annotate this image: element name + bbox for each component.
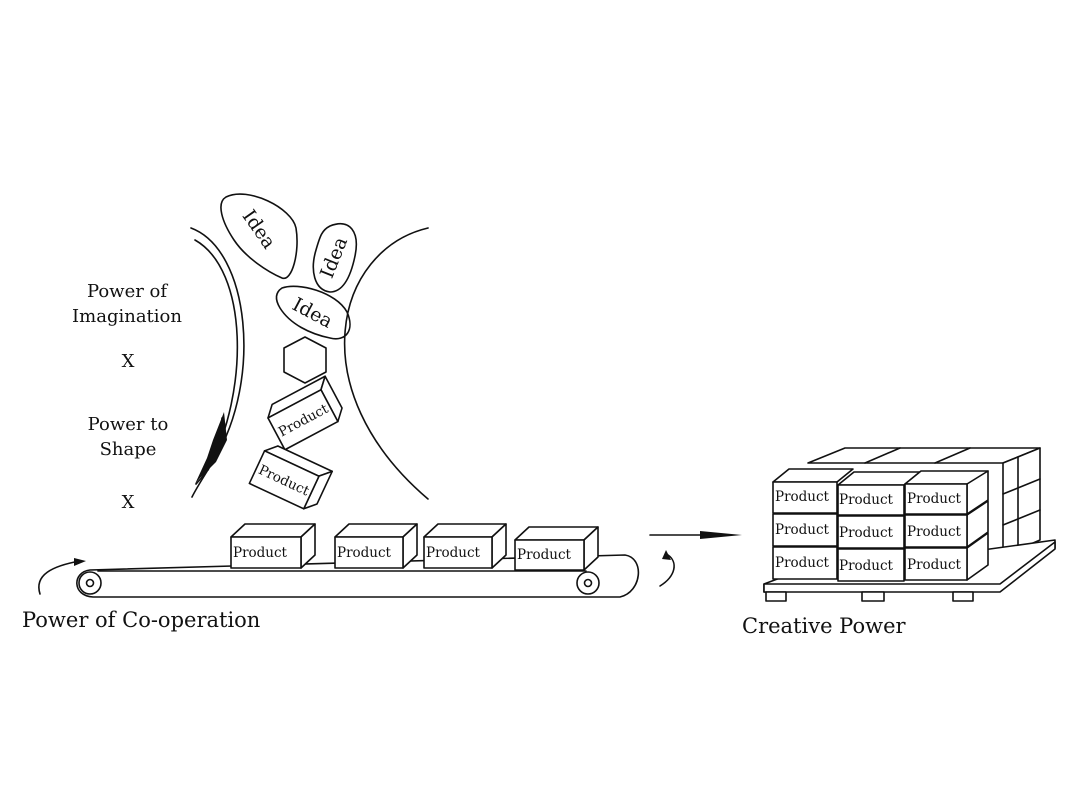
pallet-product-r3-c2: Product [837,548,905,582]
conveyor-product-label-2: Product [337,545,392,561]
falling-products: Product Product [248,375,343,510]
pallet-product-label-r3-c3: Product [907,557,962,573]
multiply-sign-2: X [122,492,135,513]
funnel-arrow-stroke [195,417,223,485]
funnel [190,227,429,500]
conveyor-belt [38,550,675,598]
cooperation-caption: Power of Co-operation [22,608,260,632]
power-labels: Power of Imagination X Power to Shape X [72,281,182,513]
idea-label-1: Idea [238,206,280,253]
pallet-product-label-r1-c2: Product [839,492,894,508]
stack-back [807,447,1041,557]
pallet-products: Product Product Product Product Product [772,468,989,582]
belt-rotation-arrow-left [38,560,81,595]
pallet-product-label-r2-c2: Product [839,525,894,541]
imagination-label-line1: Power of [87,281,168,302]
pallet-product-label-r3-c2: Product [839,558,894,574]
conveyor-product-label-3: Product [426,545,481,561]
funnel-left-outer-arc [190,227,245,498]
belt-rotation-arrow-right [659,554,675,587]
pallet-product-label-r1-c1: Product [775,489,830,505]
conveyor-product-box-3: Product [423,523,507,569]
belt-roller-left [78,571,102,595]
funnel-right-arc [343,227,429,500]
belt-roller-right [576,571,600,595]
hexagon-shape [283,336,327,384]
pallet-product-label-r2-c1: Product [775,522,830,538]
belt-outline [76,554,640,598]
pallet-stack: Product Product Product Product Product [763,447,1056,602]
falling-product-box-1: Product [267,375,343,451]
conveyor-product-label-1: Product [233,545,288,561]
pallet-product-r3-c1: Product [772,546,838,580]
creative-power-caption: Creative Power [742,614,907,638]
idea-blob-3: Idea [275,285,351,340]
ideas: Idea Idea Idea [220,193,357,384]
pallet-product-r1-c1: Product [772,468,854,514]
idea-label-2: Idea [316,234,352,281]
idea-blob-1: Idea [220,193,298,279]
pallet-product-r1-c3: Product [904,470,989,515]
pallet-product-r2-c2: Product [837,515,905,549]
conveyor-products: Product Product Product Product [230,523,599,571]
conveyor-product-box-1: Product [230,523,316,569]
pallet-product-label-r2-c3: Product [907,524,962,540]
imagination-label-line2: Imagination [72,306,182,327]
conveyor-product-box-2: Product [334,523,418,569]
conveyor-product-label-4: Product [517,547,572,563]
falling-product-box-2: Product [248,445,334,510]
pallet-product-r2-c1: Product [772,513,838,547]
idea-label-3: Idea [289,293,337,332]
conveyor-product-box-4: Product [514,526,599,571]
pallet-product-label-r1-c3: Product [907,491,962,507]
pallet-product-label-r3-c1: Product [775,555,830,571]
pallet-product-r3-c3: Product [904,532,989,581]
idea-blob-2: Idea [312,223,357,293]
funnel-rotation-arrow [195,412,227,484]
shape-label-line2: Shape [100,439,157,460]
shape-label-line1: Power to [88,414,169,435]
flow-arrow [649,531,742,539]
multiply-sign-1: X [122,351,135,372]
pallet-product-r2-c3: Product [904,500,989,548]
